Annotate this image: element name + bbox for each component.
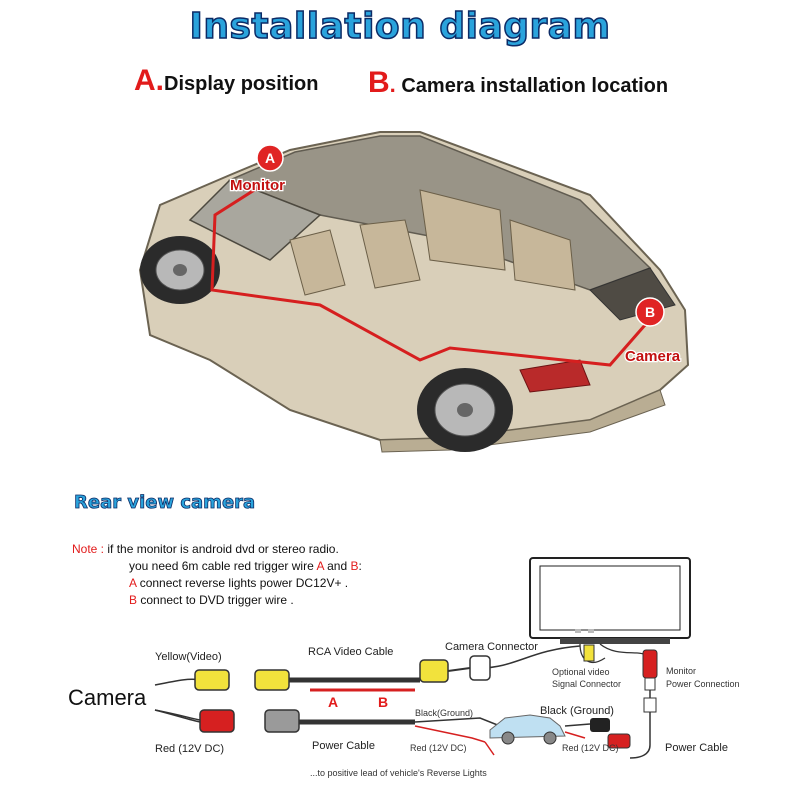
note-line-4: connect to DVD trigger wire .	[140, 593, 294, 607]
car-seat-front-left	[289, 229, 346, 296]
note-and: and	[327, 559, 348, 573]
gray-power-plug	[264, 709, 300, 733]
car-windshield	[188, 179, 322, 261]
marker-b: B	[645, 304, 655, 320]
note-block: Note : if the monitor is android dvd or …	[72, 541, 362, 609]
car-wheel-front	[140, 236, 220, 304]
note-wire-b: B	[350, 559, 359, 573]
legend-letter-a: A.	[134, 64, 164, 97]
note-line-1: if the monitor is android dvd or stereo …	[107, 542, 339, 556]
monitor-power-plug	[642, 649, 658, 679]
black-ground-plug	[590, 718, 610, 732]
optional-video-label-1: Optional video	[552, 667, 610, 677]
optional-video-label-2: Signal Connector	[552, 679, 621, 689]
callout-camera: B Camera	[624, 297, 682, 366]
red-12v-plug	[607, 733, 631, 749]
legend-text-b: Camera installation location	[401, 75, 669, 97]
camera-text: Camera	[68, 685, 147, 710]
legend-camera-location: B. Camera installation location	[368, 66, 668, 100]
camera-label: Camera	[625, 348, 681, 365]
note-line-3-letter: A	[129, 576, 137, 590]
optional-video-connector	[583, 644, 595, 662]
note-line-4-letter: B	[129, 593, 138, 607]
car-wheel-rear	[417, 368, 513, 452]
reverse-lights-label: ...to positive lead of vehicle's Reverse…	[310, 768, 487, 778]
yellow-rca-plug-1	[194, 669, 230, 691]
car-seat-third	[509, 219, 576, 291]
car-seat-front-right	[359, 219, 421, 289]
note-colon: :	[358, 559, 362, 573]
monitor-power-label-2: Power Connection	[666, 679, 740, 689]
legend-letter-b: B	[368, 66, 390, 99]
red-12v-small-label-2: Red (12V DC)	[562, 743, 619, 753]
car-seat-rear	[419, 189, 506, 271]
legend-letter-b-dot: .	[389, 72, 396, 97]
note-wire-a: A	[316, 559, 324, 573]
monitor-icon	[529, 557, 691, 644]
monitor-power-label-1: Monitor	[666, 666, 696, 676]
wire-marker-a: A	[328, 694, 338, 710]
red-12v-label: Red (12V DC)	[155, 743, 224, 755]
wiring-drawing: Camera Yellow(Video) RCA Video Cable Cam…	[68, 557, 740, 778]
yellow-video-label: Yellow(Video)	[155, 651, 222, 663]
page-title: Installation diagram	[189, 5, 611, 48]
black-ground-label-2: Black (Ground)	[540, 705, 614, 717]
car-drawing: A Monitor B Camera	[138, 131, 690, 453]
rca-cable-label: RCA Video Cable	[308, 646, 393, 658]
legend-display-position: A.Display position	[134, 64, 318, 98]
camera-connector-label: Camera Connector	[445, 641, 538, 653]
yellow-rca-plug-3	[419, 659, 449, 683]
note-prefix: Note :	[72, 542, 105, 556]
black-ground-label-1: Black(Ground)	[415, 708, 473, 718]
car-illustration: A Monitor B Camera	[120, 120, 710, 470]
wire-marker-b: B	[378, 694, 388, 710]
power-cable-label-2: Power Cable	[665, 742, 728, 754]
marker-a: A	[265, 150, 275, 166]
wiring-diagram: Camera Yellow(Video) RCA Video Cable Cam…	[60, 550, 790, 790]
monitor-label: Monitor	[230, 177, 285, 194]
note-line-2: you need 6m cable red trigger wire	[129, 559, 314, 573]
camera-connector	[469, 655, 491, 681]
red-power-plug	[199, 709, 235, 733]
yellow-rca-plug-2	[254, 669, 290, 691]
section-title: Rear view camera	[74, 492, 256, 514]
red-12v-small-label-1: Red (12V DC)	[410, 743, 467, 753]
vehicle-icon	[489, 714, 566, 745]
note-line-3: connect reverse lights power DC12V+ .	[139, 576, 349, 590]
power-cable-label-1: Power Cable	[312, 740, 375, 752]
callout-monitor: A Monitor	[229, 144, 286, 195]
car-tail-light	[519, 359, 591, 393]
cable-route	[210, 178, 647, 367]
legend-text-a: Display position	[164, 73, 319, 95]
